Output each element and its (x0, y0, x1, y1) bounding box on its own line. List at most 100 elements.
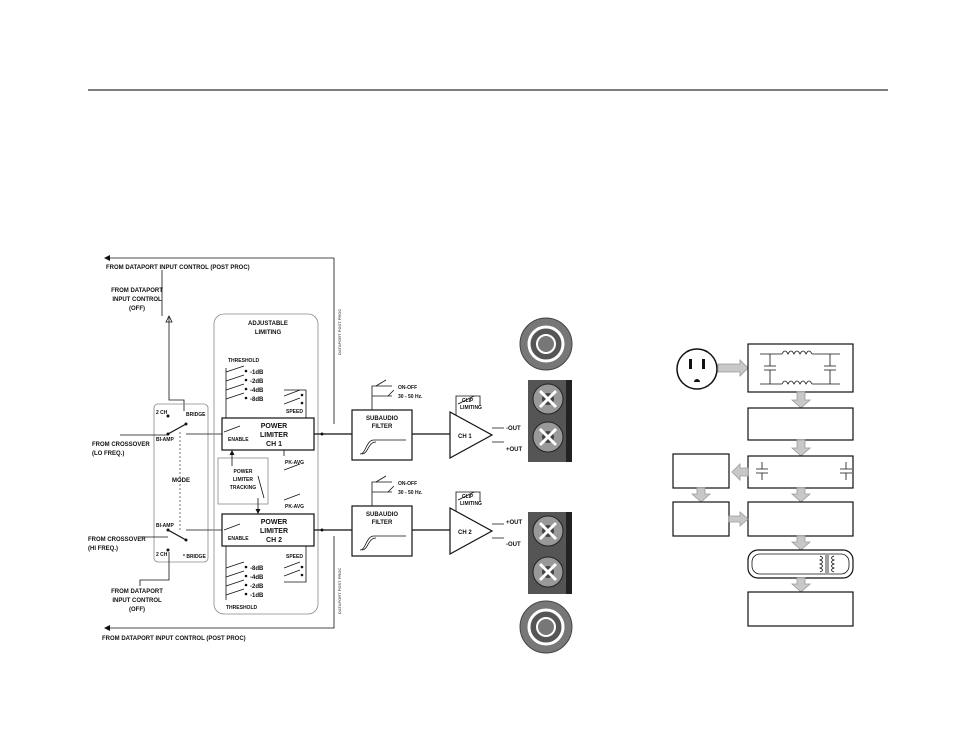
dataport-post-top-line (104, 255, 335, 424)
svg-text:FILTER: FILTER (372, 424, 393, 430)
filter-curve-icon (359, 535, 406, 551)
svg-text:LIMITER: LIMITER (233, 477, 253, 483)
flow-arrow (790, 487, 812, 503)
svg-text:PK-AVG: PK-AVG (285, 460, 304, 466)
svg-text:LIMITING: LIMITING (255, 330, 282, 336)
label-power-limiter-tracking: POWER LIMITER TRACKING (230, 469, 256, 491)
svg-text:SUBAUDIO: SUBAUDIO (366, 512, 398, 518)
svg-text:FROM CROSSOVER: FROM CROSSOVER (92, 442, 150, 448)
svg-text:(OFF): (OFF) (129, 306, 145, 312)
flow-arrow (728, 511, 749, 527)
label-dataport-post-top: FROM DATAPORT INPUT CONTROL (POST PROC) (106, 265, 250, 271)
svg-text:TRACKING: TRACKING (230, 485, 256, 491)
mode-switch-top (166, 414, 188, 436)
power-limiter-ch1-box (221, 417, 315, 451)
label-ch1-minus-out: -OUT (506, 426, 521, 432)
capacitor-icon (756, 462, 852, 480)
label-subaudio-filter-ch2: SUBAUDIO FILTER (366, 512, 398, 526)
label-enable-ch2: ENABLE (228, 536, 249, 542)
label-bridge-bottom: * BRIDGE (183, 554, 206, 560)
label-speed-ch1: SPEED (286, 409, 303, 415)
label-2ch-top: 2 CH (156, 410, 168, 416)
svg-text:CLIP: CLIP (462, 398, 474, 404)
subaudio-filter-ch2-box (351, 505, 413, 557)
adjustable-limiting-box (213, 313, 319, 615)
svg-text:CH 1: CH 1 (266, 441, 282, 448)
inductor-icon (760, 350, 840, 385)
label-2ch-bottom: 2 CH (156, 552, 168, 558)
svg-text:LIMITING: LIMITING (460, 501, 482, 507)
speakon-connector-icon (519, 317, 573, 371)
ac-outlet-icon (676, 348, 718, 390)
label-speed-ch2: SPEED (286, 554, 303, 560)
flow-arrow (790, 391, 812, 409)
label-ch2-minus-out: -OUT (506, 542, 521, 548)
capacitor-icon (764, 354, 836, 384)
label-dataport-vertical-bottom: DATAPORT POST PROC (337, 568, 342, 614)
svg-text:30 - 50 Hz.: 30 - 50 Hz. (398, 394, 423, 400)
svg-text:(OFF): (OFF) (129, 607, 145, 613)
svg-text:30 - 50 Hz.: 30 - 50 Hz. (398, 490, 423, 496)
label-crossover-lo: FROM CROSSOVER (LO FREQ.) (92, 442, 150, 457)
flow-arrow (790, 439, 812, 457)
svg-text:POWER: POWER (234, 469, 253, 475)
speed-switches-ch1 (283, 389, 307, 418)
svg-text:ADJUSTABLE: ADJUSTABLE (248, 321, 288, 327)
threshold-switches-ch1: -1dB -2dB -4dB -8dB (225, 365, 264, 418)
svg-text:-2dB: -2dB (250, 584, 264, 590)
label-enable-ch1: ENABLE (228, 437, 249, 443)
label-amp-ch1: CH 1 (458, 434, 472, 440)
svg-text:-1dB: -1dB (250, 593, 264, 599)
aux-supply-box (672, 453, 730, 489)
flow-arrow (790, 577, 812, 593)
filter-curve-icon (359, 439, 406, 455)
svg-text:ON-OFF: ON-OFF (398, 385, 417, 391)
svg-text:CLIP: CLIP (462, 494, 474, 500)
label-crossover-hi: FROM CROSSOVER (HI FREQ.) (88, 537, 146, 552)
mode-switch-bottom (166, 528, 188, 552)
emi-filter-box (747, 343, 854, 393)
svg-text:POWER: POWER (261, 423, 287, 430)
pk-avg-switch-ch1: PK-AVG (283, 450, 304, 471)
amplifier-ch1-triangle (449, 410, 494, 460)
switching-box (747, 501, 854, 537)
svg-text:POWER: POWER (261, 519, 287, 526)
off-top-line (168, 316, 185, 411)
power-limiter-tracking-box (217, 457, 269, 505)
label-bridge-top: BRIDGE (186, 412, 206, 418)
label-power-limiter-ch1: POWER LIMITER CH 1 (260, 423, 288, 448)
label-dataport-off-bottom: FROM DATAPORT INPUT CONTROL (OFF) (111, 589, 163, 613)
transformer-icon (818, 555, 836, 573)
label-amp-ch2: CH 2 (458, 530, 472, 536)
svg-text:-8dB: -8dB (250, 397, 264, 403)
on-off-switch-ch2: ON-OFF 30 - 50 Hz. (371, 475, 423, 506)
svg-text:-4dB: -4dB (250, 388, 264, 394)
flow-arrow (731, 463, 749, 481)
speed-switches-ch2 (283, 546, 307, 583)
svg-text:-2dB: -2dB (250, 379, 264, 385)
pk-avg-switch-ch2: PK-AVG (283, 493, 304, 510)
svg-text:-8dB: -8dB (250, 566, 264, 572)
clip-limiting-switch-ch1: CLIP LIMITING (455, 395, 482, 416)
flow-arrow (690, 487, 712, 503)
svg-text:FILTER: FILTER (372, 520, 393, 526)
svg-text:PK-AVG: PK-AVG (285, 504, 304, 510)
svg-text:ON-OFF: ON-OFF (398, 481, 417, 487)
svg-text:CH 2: CH 2 (266, 537, 282, 544)
label-ch2-plus-out: +OUT (506, 520, 523, 526)
control-box (672, 501, 730, 537)
rectifier-box (747, 407, 854, 441)
svg-text:LIMITER: LIMITER (260, 432, 288, 439)
dataport-post-bottom-line (104, 536, 335, 631)
label-dataport-vertical-top: DATAPORT POST PROC (337, 309, 342, 355)
power-limiter-ch2-box (221, 513, 315, 547)
amplifier-ch2-triangle (449, 506, 494, 556)
label-subaudio-filter-ch1: SUBAUDIO FILTER (366, 416, 398, 430)
label-mode: MODE (172, 478, 190, 484)
binding-post-icon (528, 512, 572, 594)
off-bottom-line (139, 552, 170, 586)
svg-text:INPUT CONTROL: INPUT CONTROL (112, 297, 162, 303)
svg-text:(HI FREQ.): (HI FREQ.) (88, 546, 118, 552)
svg-text:LIMITER: LIMITER (260, 528, 288, 535)
storage-box (747, 455, 854, 489)
